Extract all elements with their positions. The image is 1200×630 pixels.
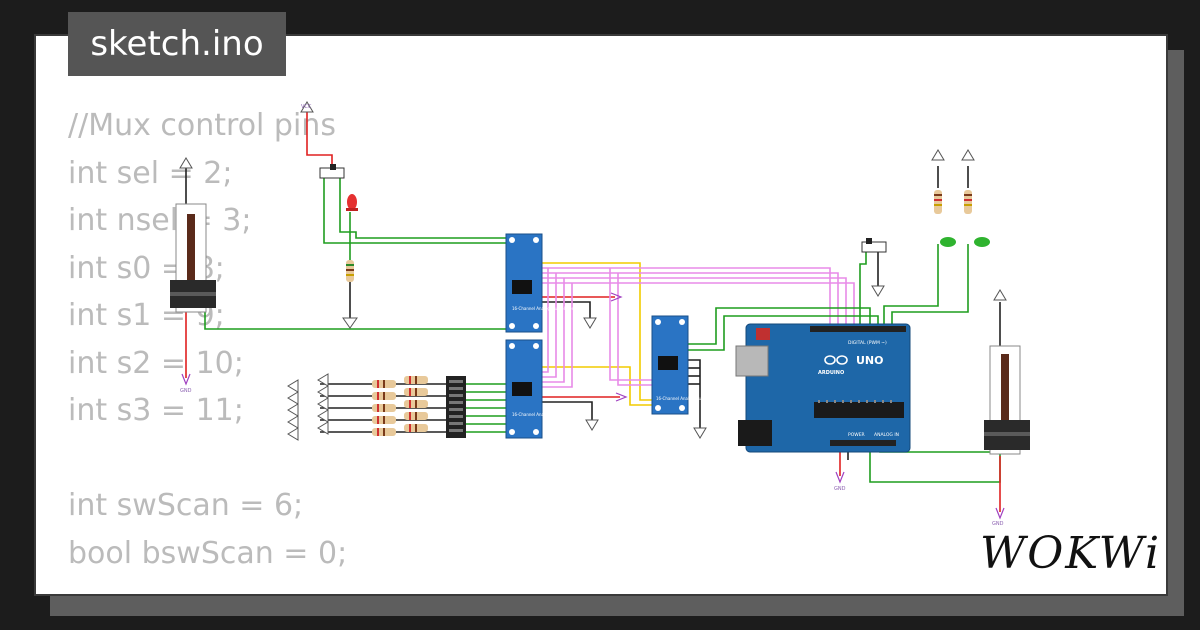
- tiny-labels: VCC GND GND GND: [180, 104, 1004, 527]
- code-line: int swScan = 6;: [68, 488, 304, 523]
- arduino-uno: DIGITAL (PWM ~) UNO ARDUINO POWER ANALOG…: [735, 323, 911, 453]
- resistor-vertical-left: [346, 260, 354, 282]
- code-line: //Mux control pins: [68, 108, 336, 143]
- wokwi-logo: WOKWi: [980, 528, 1162, 579]
- ground-symbols: [179, 149, 1007, 441]
- svg-text:VCC: VCC: [301, 104, 312, 110]
- svg-text:POWER: POWER: [848, 432, 865, 438]
- multiplexer-2: 16-Channel Analog Multiplexer: [505, 339, 574, 439]
- svg-text:GND: GND: [992, 521, 1004, 527]
- svg-text:ANALOG IN: ANALOG IN: [874, 432, 899, 438]
- dip-switch: [446, 376, 466, 438]
- green-led-1: [940, 237, 956, 247]
- code-preview: //Mux control pins int sel = 2; int nsel…: [68, 102, 347, 577]
- svg-text:16-Channel Analog Multiplexer: 16-Channel Analog Multiplexer: [512, 306, 574, 311]
- resistor-vertical-top-right-1: [934, 190, 942, 214]
- code-line: int s3 = 11;: [68, 393, 244, 428]
- arrow-symbols: [181, 292, 1005, 520]
- resistor-bank: [372, 376, 428, 436]
- svg-text:GND: GND: [180, 388, 192, 394]
- digital-pins-label: DIGITAL (PWM ~): [848, 340, 887, 346]
- slide-potentiometer-left: [170, 203, 216, 313]
- green-led-2: [974, 237, 990, 247]
- code-line: int sel = 2;: [68, 155, 233, 191]
- svg-text:16-Channel Analog Multiplexer: 16-Channel Analog Multiplexer: [656, 396, 718, 401]
- resistor-vertical-top-right-2: [964, 190, 972, 214]
- slide-switch-left: [319, 164, 345, 179]
- red-led: [346, 194, 358, 211]
- vcc-symbol: [300, 101, 314, 113]
- multiplexer-1: 16-Channel Analog Multiplexer: [505, 233, 574, 333]
- svg-text:GND: GND: [834, 486, 846, 492]
- slide-switch-right: [861, 238, 887, 253]
- code-line: int nsel = 3;: [68, 203, 252, 238]
- multiplexer-3: 16-Channel Analog Multiplexer: [651, 315, 718, 415]
- arduino-logo-icon: [824, 355, 848, 365]
- project-title: sketch.ino: [68, 12, 286, 76]
- arduino-label: ARDUINO: [818, 370, 844, 376]
- code-line: bool bswScan = 0;: [68, 535, 348, 571]
- slide-potentiometer-right: [984, 345, 1030, 455]
- uno-label: UNO: [856, 354, 884, 367]
- preview-card: [34, 34, 1168, 596]
- svg-text:16-Channel Analog Multiplexer: 16-Channel Analog Multiplexer: [512, 412, 574, 417]
- code-line: int s2 = 10;: [68, 345, 244, 381]
